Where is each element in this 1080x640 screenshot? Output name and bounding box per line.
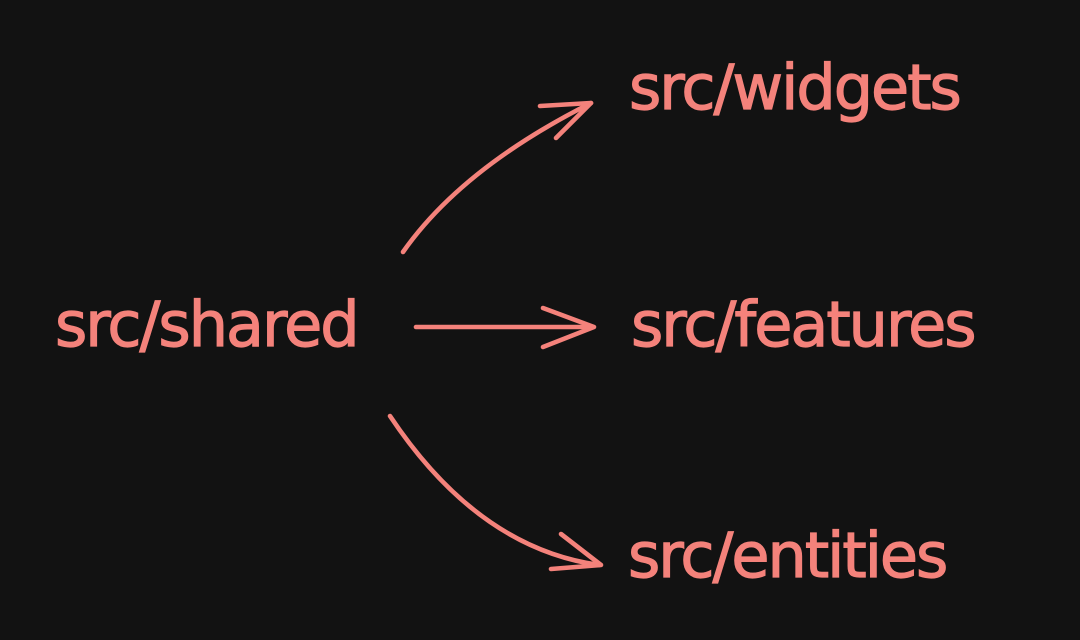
arrow-shared-to-widgets <box>400 100 594 255</box>
node-src-widgets: src/widgets <box>628 51 962 124</box>
node-src-shared: src/shared <box>54 288 360 361</box>
arrowhead <box>537 100 594 141</box>
arrowhead <box>548 531 604 572</box>
arrow-shaft <box>387 413 602 568</box>
arrow-shaft <box>400 100 594 255</box>
arrow-shared-to-features <box>413 305 597 350</box>
arrowhead <box>540 305 597 350</box>
node-src-entities: src/entities <box>627 519 949 592</box>
arrow-shared-to-entities <box>387 413 604 572</box>
node-src-features: src/features <box>630 288 977 361</box>
